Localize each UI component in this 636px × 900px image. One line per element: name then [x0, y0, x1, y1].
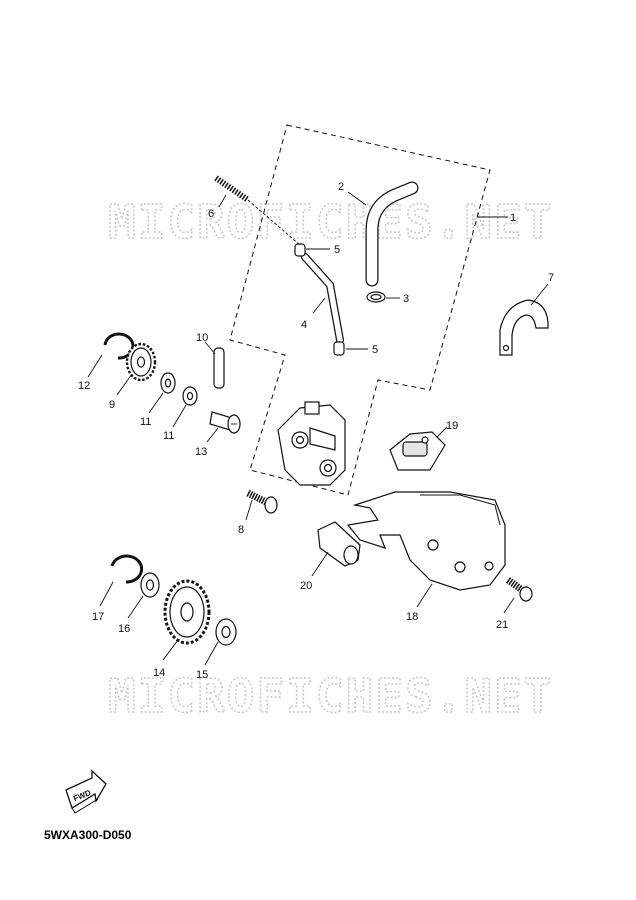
part-11-washer-b[interactable]	[182, 386, 198, 406]
part-4-delivery-pipe[interactable]	[301, 253, 344, 344]
callout-18: 18	[406, 611, 418, 623]
callout-10: 10	[196, 332, 208, 344]
part-11-washer-a[interactable]	[160, 372, 176, 394]
callout-12: 12	[78, 380, 90, 392]
callout-16: 16	[118, 623, 130, 635]
part-15-washer[interactable]	[215, 618, 237, 646]
part-5-plug-upper[interactable]	[294, 243, 306, 257]
part-20-guide-block[interactable]	[317, 521, 361, 567]
part-12-circlip[interactable]	[103, 332, 135, 360]
callout-14: 14	[153, 667, 165, 679]
part-21-bolt[interactable]	[505, 577, 533, 602]
watermark-bottom: MICROFICHES.NET	[108, 669, 553, 723]
part-17-circlip[interactable]	[110, 554, 144, 584]
callout-1: 1	[510, 212, 516, 224]
callout-labels: 1 2 3 4 5 5 6 7 8 9 10 11 11 12 13 14 15…	[78, 181, 554, 681]
callout-20: 20	[300, 580, 312, 592]
callout-7: 7	[548, 272, 554, 284]
callout-4: 4	[301, 319, 307, 331]
callout-6: 6	[208, 208, 214, 220]
part-2-oil-hose[interactable]	[365, 181, 419, 287]
callout-15: 15	[196, 669, 208, 681]
callout-9: 9	[109, 399, 115, 411]
part-13-pump-shaft[interactable]	[209, 411, 241, 434]
oil-pump-assembly-outline	[229, 124, 491, 496]
part-16-washer[interactable]	[140, 572, 160, 598]
leader-lines	[87, 191, 549, 666]
oil-pump-body[interactable]	[277, 401, 346, 486]
part-14-idler-gear[interactable]	[163, 579, 211, 645]
callout-17: 17	[92, 611, 104, 623]
part-3-hose-clip[interactable]	[366, 291, 386, 303]
part-9-pump-drive-gear[interactable]	[125, 342, 157, 382]
callout-11-b: 11	[163, 430, 174, 442]
callout-3: 3	[403, 293, 409, 305]
watermark-top: MICROFICHES.NET	[108, 195, 553, 249]
callout-13: 13	[195, 446, 207, 458]
callout-19: 19	[446, 420, 458, 432]
fwd-arrow-icon: FWD	[65, 769, 107, 814]
callout-5-upper: 5	[334, 244, 340, 256]
callout-8: 8	[238, 524, 244, 536]
part-19-pump-cover[interactable]	[389, 431, 446, 471]
part-7-clamp-bracket[interactable]	[499, 299, 549, 356]
callout-2: 2	[338, 181, 344, 193]
part-8-bolt[interactable]	[246, 489, 278, 514]
part-6-cable-spring[interactable]	[214, 175, 301, 246]
callout-5-lower: 5	[372, 344, 378, 356]
callout-21: 21	[496, 619, 508, 631]
part-10-dowel-pin[interactable]	[213, 347, 225, 389]
part-5-plug-lower[interactable]	[333, 341, 345, 356]
callout-11-a: 11	[140, 416, 151, 428]
diagram-code: 5WXA300-D050	[44, 828, 132, 842]
part-18-pump-lever-housing[interactable]	[346, 491, 506, 591]
